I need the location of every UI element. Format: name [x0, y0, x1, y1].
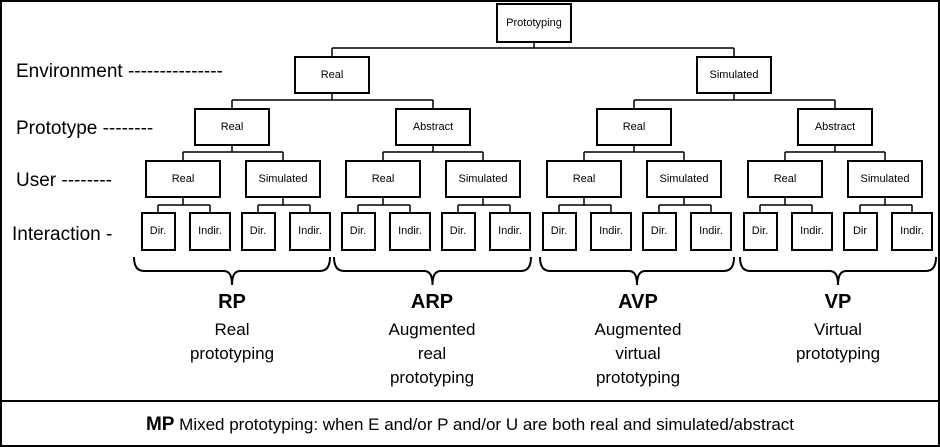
category-abbr: RP	[218, 291, 246, 313]
category-desc-line: prototyping	[390, 368, 474, 387]
category-brace	[133, 256, 331, 286]
node-interaction-indirect: Indir.	[189, 212, 231, 251]
node-interaction-direct: Dir.	[441, 212, 476, 251]
category-brace	[333, 256, 532, 286]
level-label-prototype: Prototype --------	[16, 118, 153, 139]
node-label: Dir.	[551, 225, 568, 237]
node-interaction-direct: Dir.	[743, 212, 778, 251]
node-label: Indir.	[599, 225, 623, 237]
node-label: Indir.	[800, 225, 824, 237]
node-user-real: Real	[145, 160, 221, 198]
node-label: Dir	[853, 225, 867, 237]
category-desc-line: real	[418, 344, 446, 363]
footer-text: Mixed prototyping: when E and/or P and/o…	[174, 415, 794, 434]
category-vp: VP Virtual prototyping	[796, 291, 880, 363]
node-prototype-abstract: Abstract	[395, 108, 471, 146]
node-label: Indir.	[298, 225, 322, 237]
node-user-real: Real	[345, 160, 421, 198]
node-interaction-indirect: Indir.	[489, 212, 531, 251]
category-arp: ARP Augmented real prototyping	[389, 291, 476, 387]
node-environment-simulated: Simulated	[696, 56, 772, 94]
node-label: Dir.	[250, 225, 267, 237]
node-label: Real	[221, 121, 244, 133]
node-root-label: Prototyping	[506, 17, 562, 29]
category-brace	[539, 256, 735, 286]
node-label: Real	[372, 173, 395, 185]
node-user-simulated: Simulated	[445, 160, 521, 198]
tree-connectors	[157, 42, 913, 213]
node-label: Indir.	[699, 225, 723, 237]
category-desc-line: prototyping	[796, 344, 880, 363]
node-label: Dir.	[350, 225, 367, 237]
node-interaction-direct: Dir	[843, 212, 878, 251]
node-interaction-direct: Dir.	[341, 212, 376, 251]
node-label: Real	[774, 173, 797, 185]
category-braces	[133, 256, 937, 286]
category-avp: AVP Augmented virtual prototyping	[595, 291, 682, 387]
node-label: Simulated	[660, 173, 709, 185]
category-desc-line: prototyping	[596, 368, 680, 387]
node-label: Indir.	[498, 225, 522, 237]
node-label: Indir.	[198, 225, 222, 237]
node-interaction-indirect: Indir.	[590, 212, 632, 251]
node-interaction-indirect: Indir.	[289, 212, 331, 251]
category-abbr: AVP	[618, 291, 658, 313]
node-label: Abstract	[413, 121, 453, 133]
category-desc-line: Virtual	[814, 320, 862, 339]
node-user-real: Real	[546, 160, 622, 198]
node-label: Abstract	[815, 121, 855, 133]
node-label: Dir.	[150, 225, 167, 237]
node-label: Dir.	[450, 225, 467, 237]
node-interaction-direct: Dir.	[642, 212, 677, 251]
category-abbr: ARP	[411, 291, 453, 313]
footer-note: MP Mixed prototyping: when E and/or P an…	[146, 414, 794, 435]
node-interaction-indirect: Indir.	[891, 212, 933, 251]
node-label: Simulated	[459, 173, 508, 185]
node-prototype-real: Real	[194, 108, 270, 146]
category-abbr: VP	[825, 291, 852, 313]
node-user-simulated: Simulated	[847, 160, 923, 198]
category-desc-line: prototyping	[190, 344, 274, 363]
node-label: Real	[321, 69, 344, 81]
node-user-simulated: Simulated	[646, 160, 722, 198]
level-label-environment: Environment ---------------	[16, 61, 223, 82]
node-label: Dir.	[651, 225, 668, 237]
node-interaction-direct: Dir.	[542, 212, 577, 251]
node-prototype-abstract: Abstract	[797, 108, 873, 146]
node-user-real: Real	[747, 160, 823, 198]
node-prototype-real: Real	[596, 108, 672, 146]
node-label: Simulated	[861, 173, 910, 185]
node-label: Simulated	[259, 173, 308, 185]
node-label: Real	[623, 121, 646, 133]
level-label-user: User --------	[16, 170, 112, 191]
node-label: Real	[573, 173, 596, 185]
node-label: Indir.	[900, 225, 924, 237]
node-interaction-indirect: Indir.	[690, 212, 732, 251]
level-label-interaction: Interaction -	[12, 224, 112, 245]
footer-abbr: MP	[146, 414, 175, 435]
node-label: Simulated	[710, 69, 759, 81]
category-rp: RP Real prototyping	[190, 291, 274, 363]
node-root: Prototyping	[496, 3, 572, 43]
node-label: Real	[172, 173, 195, 185]
category-desc-line: Augmented	[595, 320, 682, 339]
node-environment-real: Real	[294, 56, 370, 94]
category-desc-line: Augmented	[389, 320, 476, 339]
node-label: Dir.	[752, 225, 769, 237]
node-interaction-indirect: Indir.	[791, 212, 833, 251]
category-desc-line: Real	[215, 320, 250, 339]
category-desc-line: virtual	[615, 344, 660, 363]
node-interaction-direct: Dir.	[241, 212, 276, 251]
node-interaction-indirect: Indir.	[389, 212, 431, 251]
category-brace	[739, 256, 937, 286]
node-label: Indir.	[398, 225, 422, 237]
node-interaction-direct: Dir.	[141, 212, 176, 251]
node-user-simulated: Simulated	[245, 160, 321, 198]
